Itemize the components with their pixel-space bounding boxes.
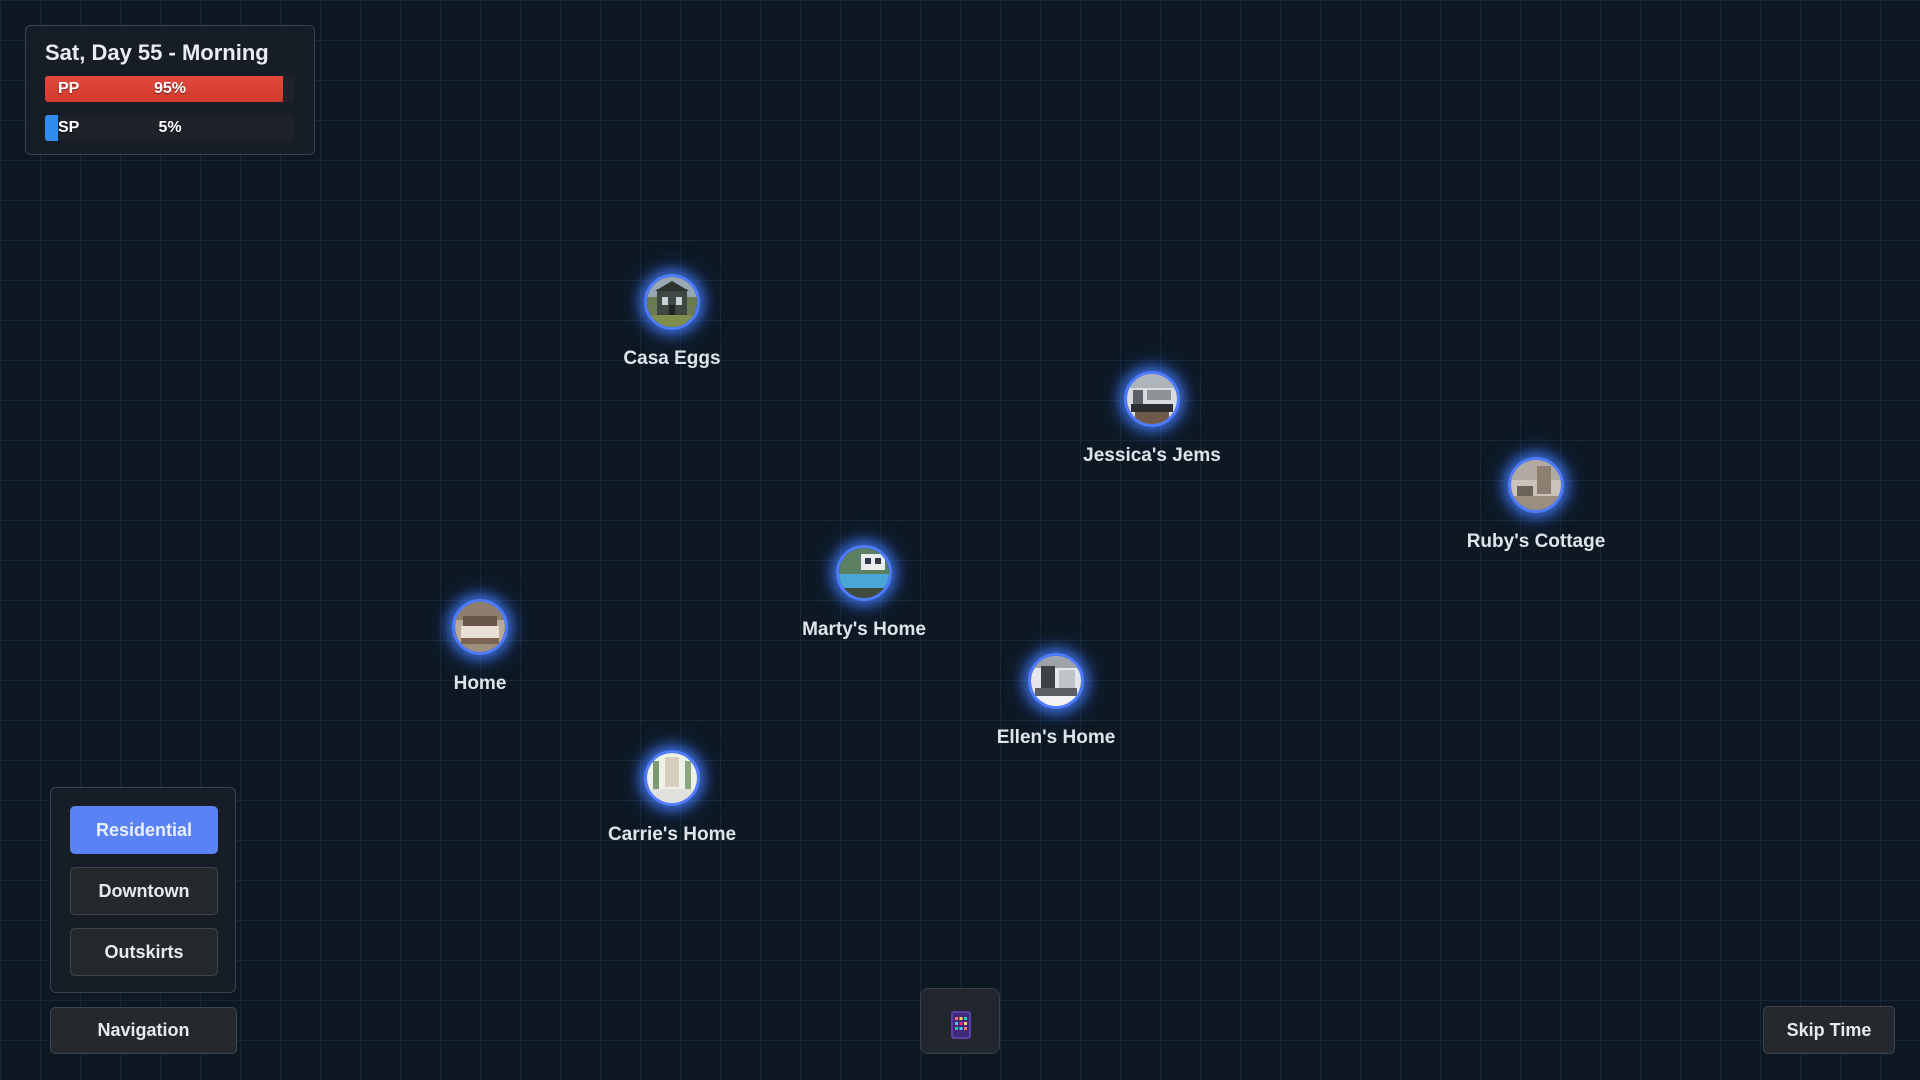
day-time-title: Sat, Day 55 - Morning	[45, 40, 269, 65]
location-jessicas-jems[interactable]: Jessica's Jems	[1052, 371, 1252, 467]
location-name: Jessica's Jems	[1083, 445, 1221, 466]
shop-interior-icon[interactable]	[1124, 371, 1180, 427]
pp-bar-fill	[45, 76, 283, 102]
navigation-button[interactable]: Navigation	[50, 1007, 237, 1054]
location-name: Marty's Home	[802, 619, 926, 640]
cottage-interior-icon[interactable]	[1508, 457, 1564, 513]
status-panel: Sat, Day 55 - Morning PP 95% SP 5%	[25, 25, 315, 155]
bedroom-icon[interactable]	[452, 599, 508, 655]
district-selector: Residential Downtown Outskirts	[50, 787, 236, 993]
sp-bar: SP 5%	[45, 115, 295, 141]
location-ellens-home[interactable]: Ellen's Home	[956, 653, 1156, 749]
location-home[interactable]: Home	[380, 599, 580, 695]
district-downtown-button[interactable]: Downtown	[70, 867, 218, 915]
phone-button[interactable]	[920, 988, 1000, 1054]
sp-value: 5%	[158, 119, 182, 136]
phone-apps-icon	[951, 1011, 971, 1039]
white-hallway-icon[interactable]	[644, 750, 700, 806]
location-rubys-cottage[interactable]: Ruby's Cottage	[1436, 457, 1636, 553]
location-name: Home	[453, 673, 507, 694]
sp-bar-fill	[45, 115, 58, 141]
location-name: Carrie's Home	[607, 824, 737, 845]
pp-value: 95%	[153, 80, 187, 97]
pp-label: PP	[58, 80, 80, 97]
sp-label: SP	[58, 119, 80, 136]
location-carries-home[interactable]: Carrie's Home	[572, 750, 772, 846]
location-martys-home[interactable]: Marty's Home	[764, 545, 964, 641]
location-casa-eggs[interactable]: Casa Eggs	[572, 274, 772, 370]
location-name: Ruby's Cottage	[1466, 531, 1606, 552]
district-residential-button[interactable]: Residential	[70, 806, 218, 854]
location-name: Ellen's Home	[996, 727, 1116, 748]
district-outskirts-button[interactable]: Outskirts	[70, 928, 218, 976]
mansion-exterior-icon[interactable]	[644, 274, 700, 330]
skip-time-button[interactable]: Skip Time	[1763, 1006, 1895, 1054]
location-name: Casa Eggs	[623, 348, 721, 369]
pp-bar: PP 95%	[45, 76, 295, 102]
pool-house-icon[interactable]	[836, 545, 892, 601]
modern-living-room-icon[interactable]	[1028, 653, 1084, 709]
